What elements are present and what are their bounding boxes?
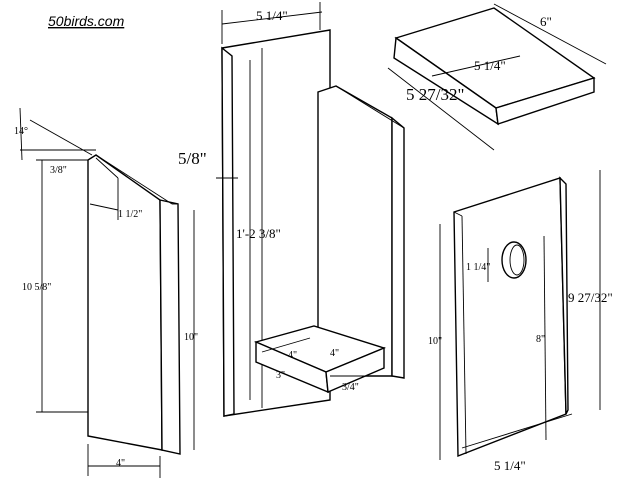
side-bevel-label: 3/8" [50, 165, 67, 176]
roof-panel: 6" 5 1/4" 5 27/32" [387, 3, 607, 151]
roof-514-dim [431, 55, 521, 77]
floor-4-dim [261, 337, 311, 353]
back-panel: 5 1/4" 5/8" 1'-2 3/8" [178, 2, 331, 417]
side-bevel-line [95, 157, 119, 179]
floor-side [325, 346, 385, 394]
side-half-label: 1 1/2" [118, 209, 142, 220]
back-width-dim [221, 11, 323, 25]
roof-514-label: 5 1/4" [474, 58, 506, 73]
front-height-left-label: 10" [428, 336, 442, 347]
front-height-right-label: 9 27/32" [568, 290, 613, 305]
roof-6-dim [493, 3, 607, 65]
side-angle-guide [19, 107, 23, 161]
brand-label: 50birds.com [48, 13, 125, 29]
front-panel-face [453, 177, 567, 458]
roof-depth-label: 5 27/32" [406, 85, 464, 104]
floor-4-label: 4" [288, 350, 297, 361]
roof-6-label: 6" [540, 14, 552, 29]
floor-panel: 4" 3" 4" 3/4" [253, 325, 387, 394]
side-panel-edge [159, 199, 181, 455]
front-panel-guide [461, 215, 467, 455]
back-width-label: 5 1/4" [256, 8, 288, 23]
back-height-label: 1'-2 3/8" [236, 226, 281, 241]
floor-4b-label: 4" [330, 348, 339, 359]
side-panel: 14° 3/8" 1 1/2" 10 5/8" 10" 4" [14, 107, 198, 478]
front-hole-label: 1 1/4" [466, 262, 490, 273]
front-8-label: 8" [536, 334, 545, 345]
inner-side-edge [391, 116, 405, 379]
side-angle-label: 14° [14, 126, 28, 137]
side-width-label: 4" [116, 458, 125, 469]
front-panel-edge [559, 176, 569, 415]
side-panel-top-edge [95, 154, 173, 205]
front-8-dim [543, 235, 547, 441]
back-thickness-label: 5/8" [178, 149, 207, 168]
roof-side [495, 77, 595, 125]
entrance-hole [501, 241, 527, 279]
side-height-left-label: 10 5/8" [22, 282, 51, 293]
front-panel: 1 1/4" 8" 10" 9 27/32" 5 1/4" [428, 170, 613, 473]
front-width-label: 5 1/4" [494, 458, 526, 473]
side-panel-face [87, 154, 163, 451]
roof-depth-dim [387, 67, 495, 151]
side-half-dim [89, 203, 119, 211]
side-angle-slope [29, 119, 93, 156]
back-panel-edge [221, 46, 235, 417]
floor-gap-label: 3/4" [342, 382, 359, 393]
front-width-dim [461, 413, 573, 449]
inner-side-top [335, 85, 405, 129]
inner-side-panel [317, 85, 405, 379]
side-height-right-label: 10" [184, 332, 198, 343]
floor-3-label: 3" [276, 370, 285, 381]
entrance-hole-inner [509, 244, 525, 276]
front-panel-corner [453, 211, 463, 217]
